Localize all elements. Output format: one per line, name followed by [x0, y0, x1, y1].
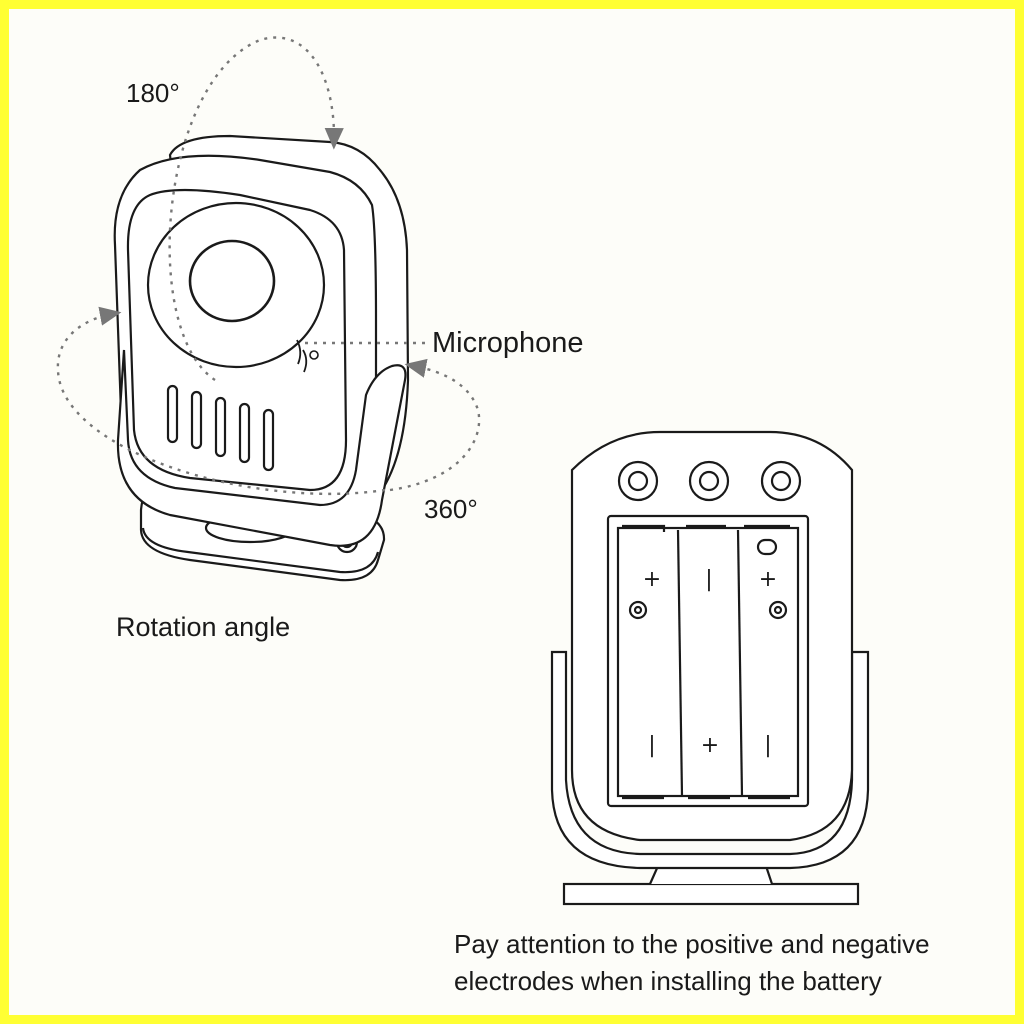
polarity-mark: +	[701, 733, 719, 758]
rotation-caption: Rotation angle	[116, 612, 291, 642]
battery-caption-line: Pay attention to the positive and negati…	[454, 929, 930, 959]
horizontal-angle-label: 360°	[424, 494, 478, 524]
rotation-arrows	[56, 36, 481, 496]
polarity-mark: +	[759, 567, 777, 592]
polarity-mark: +	[643, 567, 661, 592]
battery-caption: Pay attention to the positive and negati…	[454, 926, 930, 1000]
polarity-mark: |	[648, 733, 655, 758]
polarity-mark: |	[705, 567, 712, 592]
battery-caption-line: electrodes when installing the battery	[454, 966, 882, 996]
device-back-view	[550, 430, 870, 906]
polarity-mark: |	[764, 733, 771, 758]
device-front-view	[113, 134, 410, 582]
vertical-angle-label: 180°	[126, 78, 180, 108]
microphone-label: Microphone	[432, 327, 584, 359]
polarity-markings: + | + | + |	[643, 567, 777, 758]
